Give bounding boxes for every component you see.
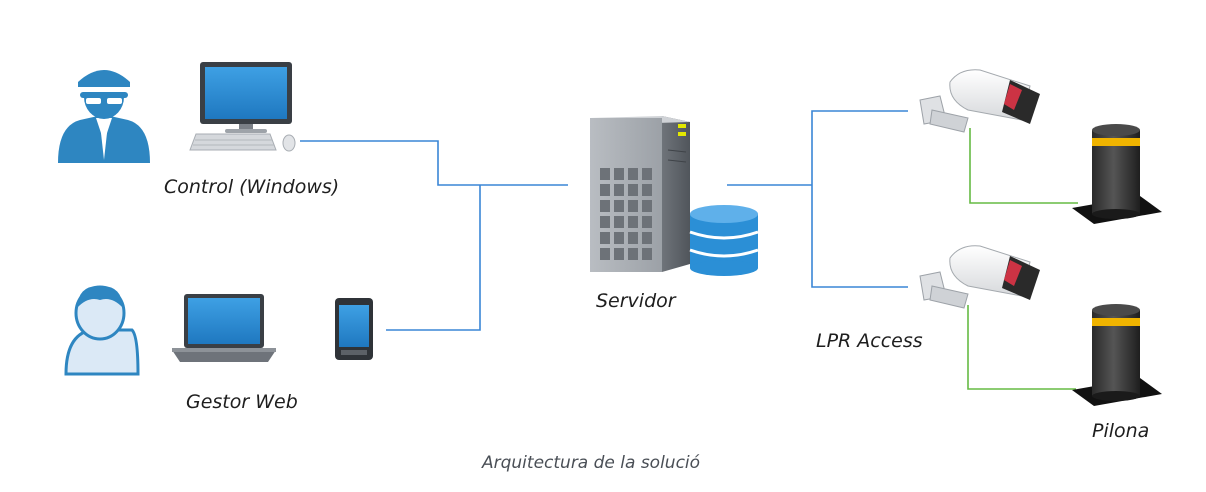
label-control: Control (Windows) [164,176,340,198]
bollard-icon [1072,124,1162,224]
link-camera-bottom-to-bollard [967,305,1076,390]
link-to-camera-bottom [811,185,908,288]
laptop-icon [172,294,276,362]
camera-icon [919,245,1040,309]
link-camera-top-to-bollard [969,128,1078,204]
label-pilona: Pilona [1092,420,1150,442]
bollard-icon [1072,304,1162,406]
user-icon [64,285,140,376]
connections [300,110,1078,390]
label-lpr-access: LPR Access [816,330,923,352]
label-servidor: Servidor [596,290,676,312]
desktop-computer-icon [189,62,296,152]
officer-icon [58,70,150,163]
label-gestor-web: Gestor Web [186,391,298,413]
link-control-to-hub [300,140,480,186]
mobile-phone-icon [335,298,373,360]
server-tower-icon [590,116,690,272]
diagram-caption: Arquitectura de la solució [482,453,701,473]
database-icon [689,205,759,276]
camera-icon [919,69,1040,133]
link-to-camera-top [811,110,908,185]
link-mobile-to-hub [386,185,481,331]
